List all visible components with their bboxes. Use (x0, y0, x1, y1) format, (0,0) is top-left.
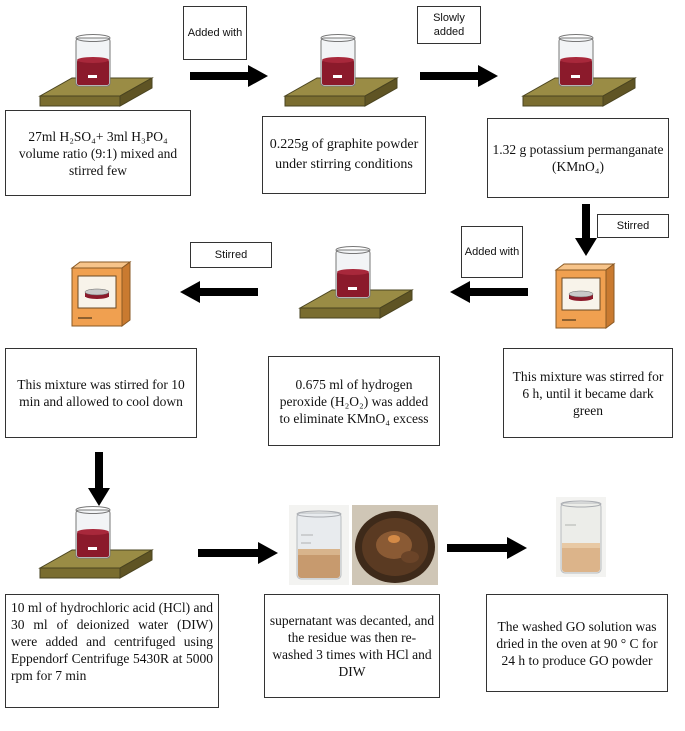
arrow-left-1 (180, 281, 258, 303)
arrow-right-4 (447, 537, 527, 559)
arrow-down-1 (575, 204, 597, 256)
label-stirred-1: Stirred (597, 214, 669, 238)
label-added-with-2: Added with (461, 226, 523, 278)
arrow-right-2 (420, 65, 498, 87)
beaker-photo-2 (556, 497, 606, 577)
stirrer-beaker-icon-4 (299, 246, 413, 319)
arrow-right-3 (198, 542, 278, 564)
step-9-box: The washed GO solution was dried in the … (486, 594, 668, 692)
step-4-box: This mixture was stirred for 6 h, until … (503, 348, 673, 438)
step-2-text: 0.225g of graphite powder under stirring… (269, 137, 419, 172)
step-9-text: The washed GO solution was dried in the … (496, 618, 658, 668)
residue-photo (352, 505, 438, 585)
step-5-box: 0.675 ml of hydrogen peroxide (H₂O₂) was… (268, 356, 440, 446)
stirrer-beaker-icon-3 (522, 34, 636, 107)
step-2-box: 0.225g of graphite powder under stirring… (262, 116, 426, 194)
step-4-text: This mixture was stirred for 6 h, until … (512, 368, 664, 418)
step-7-text: 10 ml of hydrochloric acid (HCl) and 30 … (11, 600, 213, 683)
label-added-with-1: Added with (183, 6, 247, 60)
step-6-text: This mixture was stirred for 10 min and … (17, 377, 185, 409)
stirrer-beaker-icon-1 (39, 34, 153, 107)
arrow-right-1 (190, 65, 268, 87)
stirrer-beaker-icon-5 (39, 506, 153, 579)
arrow-down-2 (88, 452, 110, 506)
step-8-box: supernatant was decanted, and the residu… (264, 594, 440, 698)
arrow-left-2 (450, 281, 528, 303)
step-3-text: 1.32 g potassium permanganate (KMnO₄) (492, 142, 664, 174)
label-stirred-2: Stirred (190, 242, 272, 268)
step-1-box: 27ml H₂SO₄+ 3ml H₃PO₄ volume ratio (9:1)… (5, 110, 191, 196)
stirrer-beaker-icon-2 (284, 34, 398, 107)
step-7-box: 10 ml of hydrochloric acid (HCl) and 30 … (5, 594, 219, 708)
step-5-text: 0.675 ml of hydrogen peroxide (H₂O₂) was… (279, 376, 429, 426)
step-3-box: 1.32 g potassium permanganate (KMnO₄) (487, 118, 669, 198)
oven-icon-1 (71, 261, 131, 327)
step-1-text: 27ml H₂SO₄+ 3ml H₃PO₄ volume ratio (9:1)… (18, 128, 178, 178)
label-slowly-added: Slowly added (417, 6, 481, 44)
step-8-text: supernatant was decanted, and the residu… (269, 613, 435, 679)
beaker-photo-1 (289, 505, 349, 585)
oven-icon-2 (555, 263, 615, 329)
step-6-box: This mixture was stirred for 10 min and … (5, 348, 197, 438)
